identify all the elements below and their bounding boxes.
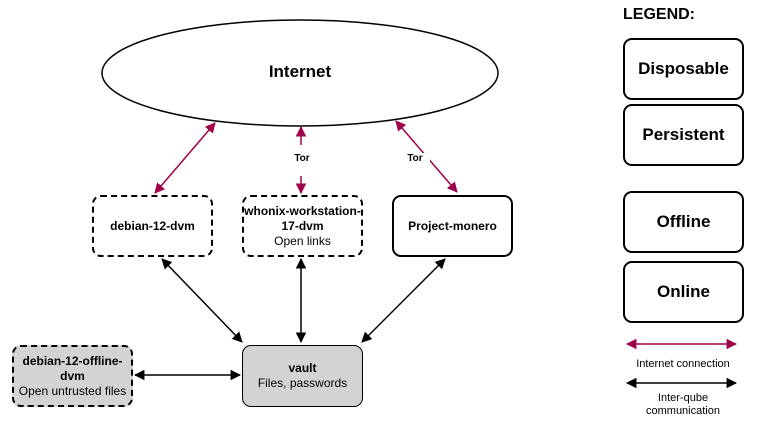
legend-disposable-label: Disposable [638, 59, 729, 78]
legend-offline: Offline [623, 191, 744, 253]
tor-label-monero: Tor [400, 153, 430, 164]
legend-internet-connection-label: Internet connection [636, 358, 730, 370]
node-whonix-workstation-17-dvm: whonix-workstation- 17-dvm Open links [242, 195, 363, 257]
node-debian-12-dvm: debian-12-dvm [92, 195, 213, 257]
node-title-line2: 17-dvm [281, 218, 324, 233]
node-title: Project-monero [408, 218, 497, 233]
arrow-monero-vault [361, 258, 446, 343]
node-title-line1: whonix-workstation- [244, 203, 361, 218]
node-title-line1: debian-12-offline- [22, 353, 123, 368]
tor-label-whonix: Tor [287, 153, 317, 164]
node-subtitle: Files, passwords [257, 376, 348, 390]
node-project-monero: Project-monero [392, 195, 513, 257]
legend-online: Online [623, 261, 744, 323]
arrow-internet-debian12dvm [154, 122, 216, 194]
legend-online-label: Online [657, 282, 710, 301]
node-title: vault [288, 361, 317, 375]
node-vault: vault Files, passwords [242, 345, 363, 407]
legend-interqube-label-line2: communication [646, 405, 720, 417]
legend-offline-label: Offline [656, 212, 711, 231]
legend-disposable: Disposable [623, 38, 744, 100]
legend-persistent: Persistent [623, 104, 744, 166]
legend-persistent-label: Persistent [642, 125, 725, 144]
node-subtitle: Open untrusted files [18, 383, 127, 398]
node-title: debian-12-dvm [110, 218, 195, 233]
legend-interqube-label-line1: Inter-qube [657, 392, 709, 404]
node-debian-12-offline-dvm: debian-12-offline- dvm Open untrusted fi… [12, 345, 133, 407]
node-subtitle: Open links [274, 233, 331, 248]
arrow-debian12dvm-vault [161, 258, 243, 343]
legend-title: LEGEND: [623, 6, 695, 23]
internet-label: Internet [268, 62, 332, 81]
node-title-line2: dvm [60, 368, 85, 383]
